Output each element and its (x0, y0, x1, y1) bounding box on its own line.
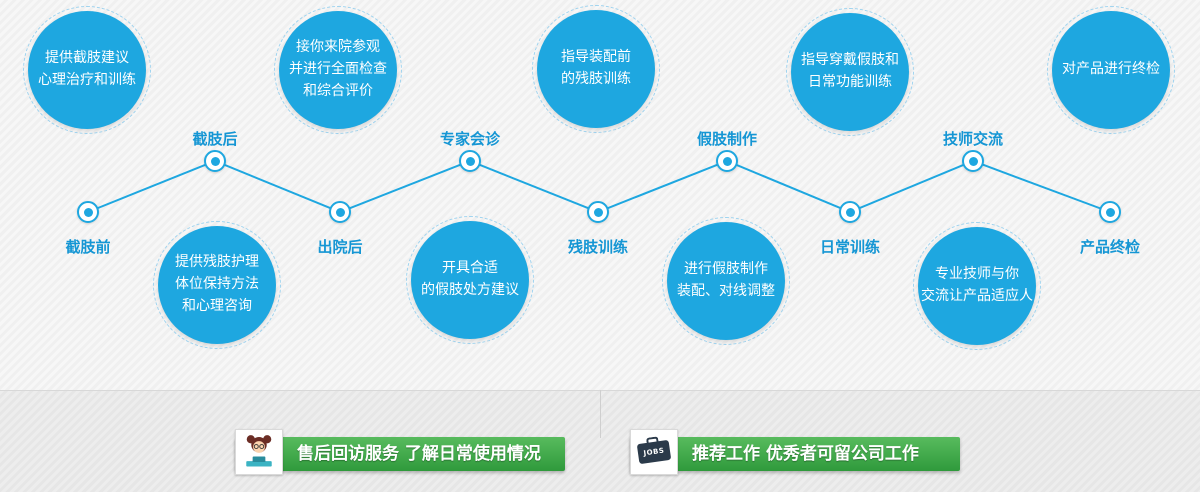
node-dot (722, 156, 732, 166)
stage-label-pre-amputation: 截肢前 (65, 238, 111, 256)
customer-service-girl-icon (235, 429, 283, 475)
timeline-node-post-discharge (329, 201, 351, 223)
bubble-pre-fitting-training: 指导装配前 的残肢训练 (532, 5, 660, 133)
bubble-hospital-visit-checkup: 接你来院参观 并进行全面检查 和综合评价 (274, 6, 402, 134)
node-dot (593, 207, 603, 217)
node-dot (465, 156, 475, 166)
stage-label-daily-training: 日常训练 (819, 238, 880, 256)
briefcase-shape: JOBS (636, 439, 672, 465)
bubble-text: 对产品进行终检 (1052, 11, 1170, 129)
bubble-text: 专业技师与你 交流让产品适应人 (918, 227, 1036, 345)
jobs-briefcase-icon: JOBS (630, 429, 678, 475)
node-dot (335, 207, 345, 217)
node-dot (1105, 207, 1115, 217)
bubble-wearing-daily-training: 指导穿戴假肢和 日常功能训练 (786, 8, 914, 136)
stage-label-post-discharge: 出院后 (317, 238, 363, 256)
bubble-text: 开具合适 的假肢处方建议 (411, 221, 529, 339)
node-dot (968, 156, 978, 166)
stage-label-expert-consultation: 专家会诊 (439, 130, 500, 148)
timeline-node-technician-exchange (962, 150, 984, 172)
after-sales-banner-text: 售后回访服务 了解日常使用情况 (297, 444, 541, 464)
timeline-node-stump-training (587, 201, 609, 223)
bottom-section-divider (600, 390, 601, 438)
node-dot (845, 207, 855, 217)
bubble-stump-care-counseling: 提供残肢护理 体位保持方法 和心理咨询 (153, 221, 281, 349)
bubble-text: 提供截肢建议 心理治疗和训练 (28, 11, 146, 129)
stage-label-prosthesis-fabrication: 假肢制作 (696, 130, 757, 148)
bubble-text: 提供残肢护理 体位保持方法 和心理咨询 (158, 226, 276, 344)
stage-label-technician-exchange: 技师交流 (942, 130, 1003, 148)
after-sales-followup-banner[interactable]: 售后回访服务 了解日常使用情况 (235, 429, 565, 475)
timeline-node-final-inspection (1099, 201, 1121, 223)
bubble-text: 指导装配前 的残肢训练 (537, 10, 655, 128)
bubble-text: 指导穿戴假肢和 日常功能训练 (791, 13, 909, 131)
bubble-pre-amputation-advice: 提供截肢建议 心理治疗和训练 (23, 6, 151, 134)
bubble-prosthesis-prescription: 开具合适 的假肢处方建议 (406, 216, 534, 344)
bubble-fabrication-alignment: 进行假肢制作 装配、对线调整 (662, 217, 790, 345)
job-banner-text: 推荐工作 优秀者可留公司工作 (692, 444, 919, 464)
stage-label-stump-training: 残肢训练 (567, 238, 628, 256)
timeline-node-daily-training (839, 201, 861, 223)
timeline-node-expert-consultation (459, 150, 481, 172)
stage-label-post-amputation: 截肢后 (192, 130, 238, 148)
bubble-text: 接你来院参观 并进行全面检查 和综合评价 (279, 11, 397, 129)
job-recommendation-banner[interactable]: JOBS 推荐工作 优秀者可留公司工作 (630, 429, 960, 475)
timeline-node-post-amputation (204, 150, 226, 172)
bubble-technician-communication: 专业技师与你 交流让产品适应人 (913, 222, 1041, 350)
bubble-final-product-inspection: 对产品进行终检 (1047, 6, 1175, 134)
timeline-node-pre-amputation (77, 201, 99, 223)
timeline-node-prosthesis-fabrication (716, 150, 738, 172)
node-dot (210, 156, 220, 166)
node-dot (83, 207, 93, 217)
briefcase-jobs-text: JOBS (643, 446, 665, 458)
bubble-text: 进行假肢制作 装配、对线调整 (667, 222, 785, 340)
stage-label-final-inspection: 产品终检 (1079, 238, 1140, 256)
